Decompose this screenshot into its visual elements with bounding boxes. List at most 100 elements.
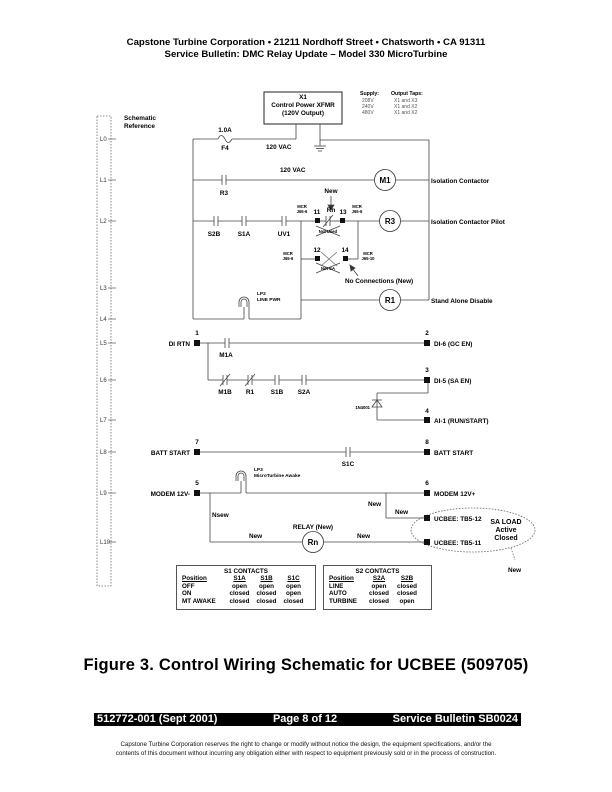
s2-cell: open: [371, 582, 387, 590]
s1-header-s1c: S1C: [287, 575, 300, 583]
footer-page: Page 8 of 12: [272, 713, 338, 725]
s1-header-s1b: S1B: [260, 575, 273, 583]
terminal-tb5-11: [424, 539, 430, 545]
mcr-a: MCR: [297, 204, 307, 209]
s1-cell: open: [285, 582, 302, 590]
rung-label-l9: L9: [100, 491, 107, 497]
s1-cell: OFF: [182, 582, 195, 590]
supply-240: 240V: [362, 104, 374, 110]
wire-label-new-5: New: [508, 567, 521, 574]
s2-cell: TURBINE: [329, 597, 357, 605]
sa-load-line1: SA LOAD: [490, 519, 521, 526]
fuse-icon: [217, 135, 233, 143]
s1-cell: ON: [182, 590, 192, 598]
terminal-3-label: DI-5 (SA EN): [434, 378, 471, 385]
terminal-tb5-12-label: UCBEE: TB5-12: [434, 516, 482, 523]
s2-table-header: Position S2A S2B: [329, 575, 426, 582]
pin-13-label: 13: [339, 209, 347, 216]
contact-m1b: M1B: [218, 389, 232, 396]
supply-480: 480V: [362, 110, 374, 116]
s1-table-row: OFF open open open: [182, 583, 310, 590]
taps-240: X1 and X2: [394, 104, 418, 110]
header-line-2: Service Bulletin: DMC Relay Update – Mod…: [164, 49, 448, 60]
s2-header-position: Position: [329, 575, 354, 583]
terminal-5-label: MODEM 12V-: [151, 491, 190, 498]
contact-r1: R1: [246, 389, 255, 396]
coil-r1: R1: [385, 296, 396, 305]
mcr-b-pin: J65-6: [352, 209, 363, 214]
transformer-output: (120V Output): [282, 110, 324, 117]
transformer-name: X1: [299, 94, 307, 101]
s2-table-row: AUTO closed closed: [329, 590, 426, 597]
pin-11: [315, 218, 320, 223]
vac-label-1: 120 VAC: [266, 144, 292, 151]
fuse-rating: 1.0A: [218, 127, 232, 134]
coil-rn: Rn: [308, 538, 319, 547]
pin-14-label: 14: [341, 247, 349, 254]
s1-cell: closed: [256, 590, 277, 598]
terminal-4-label: AI-1 (RUN/START): [434, 418, 489, 425]
relay-rn-label: Rn: [327, 207, 336, 214]
relay-new-label: New: [324, 188, 337, 195]
contact-s1c: S1C: [342, 461, 355, 468]
lamp-lp2-name: LP2: [257, 291, 266, 297]
terminal-7-label: BATT START: [151, 450, 190, 457]
terminal-8-num: 8: [425, 439, 429, 446]
rung-label-l7: L7: [100, 418, 107, 424]
disclaimer-line-1: Capstone Turbine Corporation reserves th…: [120, 741, 492, 748]
terminal-5-num: 5: [195, 480, 199, 487]
s2-header-s2a: S2A: [372, 575, 386, 583]
rung-label-l1: L1: [100, 178, 107, 184]
mcr-c: MCR: [283, 251, 293, 256]
terminal-7-num: 7: [195, 439, 199, 446]
pin-12-label: 12: [313, 247, 321, 254]
figure-caption: Figure 3. Control Wiring Schematic for U…: [83, 656, 529, 674]
s1-table-title: S1 CONTACTS: [224, 568, 268, 575]
s2-table-title: S2 CONTACTS: [355, 568, 400, 575]
not-sa-label: Not SA: [321, 266, 335, 271]
s2-table-row: LINE open closed: [329, 583, 426, 590]
s1-cell: open: [285, 590, 302, 598]
terminal-8: [424, 449, 430, 455]
terminal-5: [194, 490, 200, 496]
s1-cell: closed: [229, 590, 250, 598]
terminal-1: [194, 340, 200, 346]
contact-r3: R3: [220, 190, 229, 197]
mcr-d: MCR: [363, 251, 373, 256]
not-used-label: Not Used: [319, 229, 338, 234]
footer-doc-number: 512772-001 (Sept 2001): [97, 713, 218, 725]
terminal-2: [424, 340, 430, 346]
terminal-8-label: BATT START: [434, 450, 473, 457]
contact-m1a: M1A: [219, 352, 233, 359]
s2-cell: LINE: [329, 582, 344, 590]
pin-14: [343, 256, 348, 261]
terminal-6: [424, 490, 430, 496]
s1-cell: open: [258, 582, 275, 590]
terminal-6-label: MODEM 12V+: [434, 491, 476, 498]
diode-icon: [371, 399, 383, 408]
reference-title-2: Reference: [124, 123, 155, 130]
s1-cell: closed: [256, 597, 277, 605]
s1-table-header: Position S1A S1B S1C: [182, 575, 310, 582]
rung-label-l0: L0: [100, 137, 107, 143]
s2-cell: closed: [369, 590, 389, 598]
terminal-1-num: 1: [195, 330, 199, 337]
rung-label-l6: L6: [100, 378, 107, 384]
contact-s1a: S1A: [238, 231, 251, 238]
lamp-lp3-name: LP3: [254, 467, 263, 473]
rung-label-l4: L4: [100, 317, 107, 323]
mcr-b: MCR: [352, 204, 362, 209]
terminal-4: [424, 417, 430, 423]
mcr-a-pin: J65-6: [297, 209, 308, 214]
wire-label-new-3: New: [368, 501, 381, 508]
terminal-tb5-11-label: UCBEE: TB5-11: [434, 540, 482, 547]
terminal-6-num: 6: [425, 480, 429, 487]
rung-label-l10: L10: [100, 540, 111, 546]
terminal-3: [424, 377, 430, 383]
header-line-1: Capstone Turbine Corporation • 21211 Nor…: [126, 37, 486, 48]
rung-label-l8: L8: [100, 450, 107, 456]
contact-s2a: S2A: [298, 389, 311, 396]
footer-bar: 512772-001 (Sept 2001) Page 8 of 12 Serv…: [94, 713, 521, 726]
